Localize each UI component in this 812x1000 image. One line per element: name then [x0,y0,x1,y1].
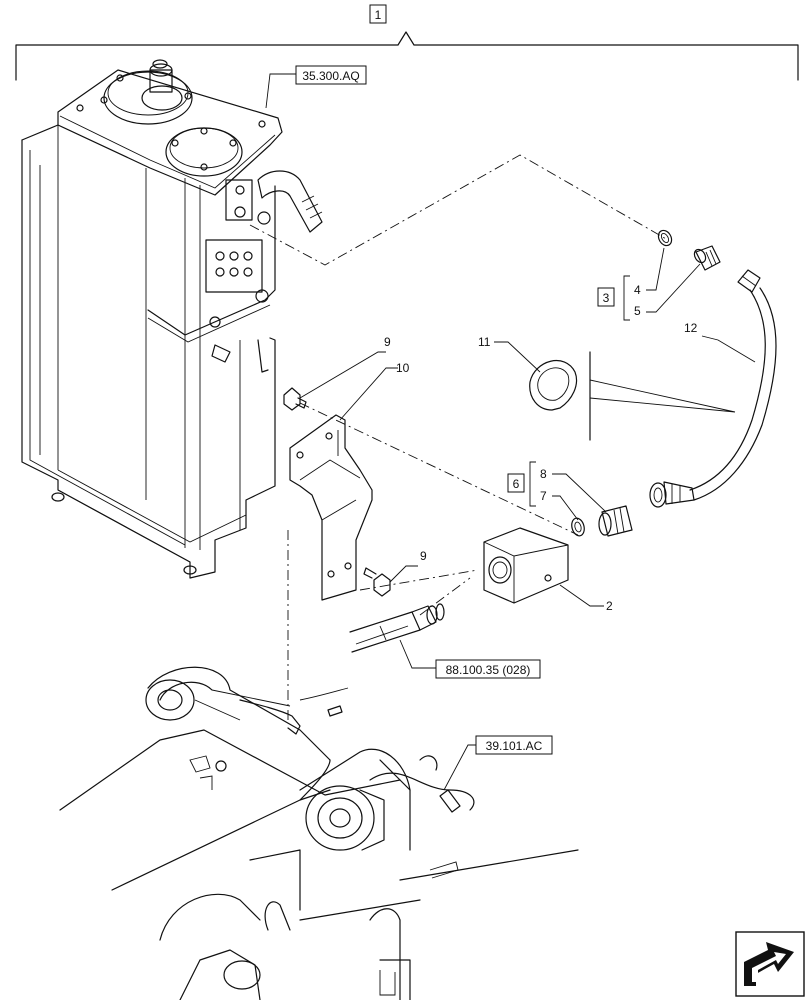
group-3-label: 3 [603,291,610,305]
group-6-label: 6 [513,477,520,491]
ref-boom-callout[interactable]: 39.101.AC [443,735,553,791]
assembly-bracket: 1 [15,4,799,81]
part-10-label: 10 [396,361,410,375]
oring-bottom[interactable] [570,517,586,537]
part-4-label: 4 [634,283,641,297]
ref-tank-label: 35.300.AQ [302,69,359,83]
ref-hose-callout[interactable]: 88.100.35 (028) [435,659,541,679]
part-2-callout[interactable]: 2 [559,584,613,613]
part-9-bottom-callout[interactable]: 9 [389,549,427,583]
part-8-label: 8 [540,467,547,481]
adapter-top[interactable] [692,245,721,271]
part-11-callout[interactable]: 11 [478,335,541,373]
assembly-number-box [369,4,387,24]
hydraulic-hose[interactable] [649,269,777,508]
assembly-number-label: 1 [375,8,382,22]
ref-boom-label: 39.101.AC [486,739,543,753]
part-7-label: 7 [540,489,547,503]
mounting-bracket[interactable] [289,414,373,601]
part-10-callout[interactable]: 10 [339,361,410,421]
part-2-label: 2 [606,599,613,613]
hydraulic-tank [21,59,323,579]
part-11-label: 11 [478,335,491,349]
assembly-centerlines [249,154,669,720]
oring-top[interactable] [656,228,674,248]
part-9-top-callout[interactable]: 9 [299,335,391,399]
part-12-callout[interactable]: 12 [684,321,756,363]
group-6-callout[interactable]: 6 8 7 [507,461,607,521]
ref-tank-callout[interactable]: 35.300.AQ [265,65,367,109]
next-page-arrow-icon[interactable] [735,931,805,997]
part-12-label: 12 [684,321,698,335]
adapter-bottom[interactable] [598,505,633,537]
boom-structure [59,666,579,1000]
ref-hose-label: 88.100.35 (028) [446,663,531,677]
part-9-top-label: 9 [384,335,391,349]
hose-line-ref [349,603,445,669]
valve-block[interactable] [483,527,569,604]
bolt-top[interactable] [283,387,307,411]
group-3-callout[interactable]: 3 4 5 [597,247,701,321]
bolt-bottom[interactable] [363,567,391,597]
hose-clamp[interactable] [529,351,736,441]
part-5-label: 5 [634,304,641,318]
part-9-bottom-label: 9 [420,549,427,563]
